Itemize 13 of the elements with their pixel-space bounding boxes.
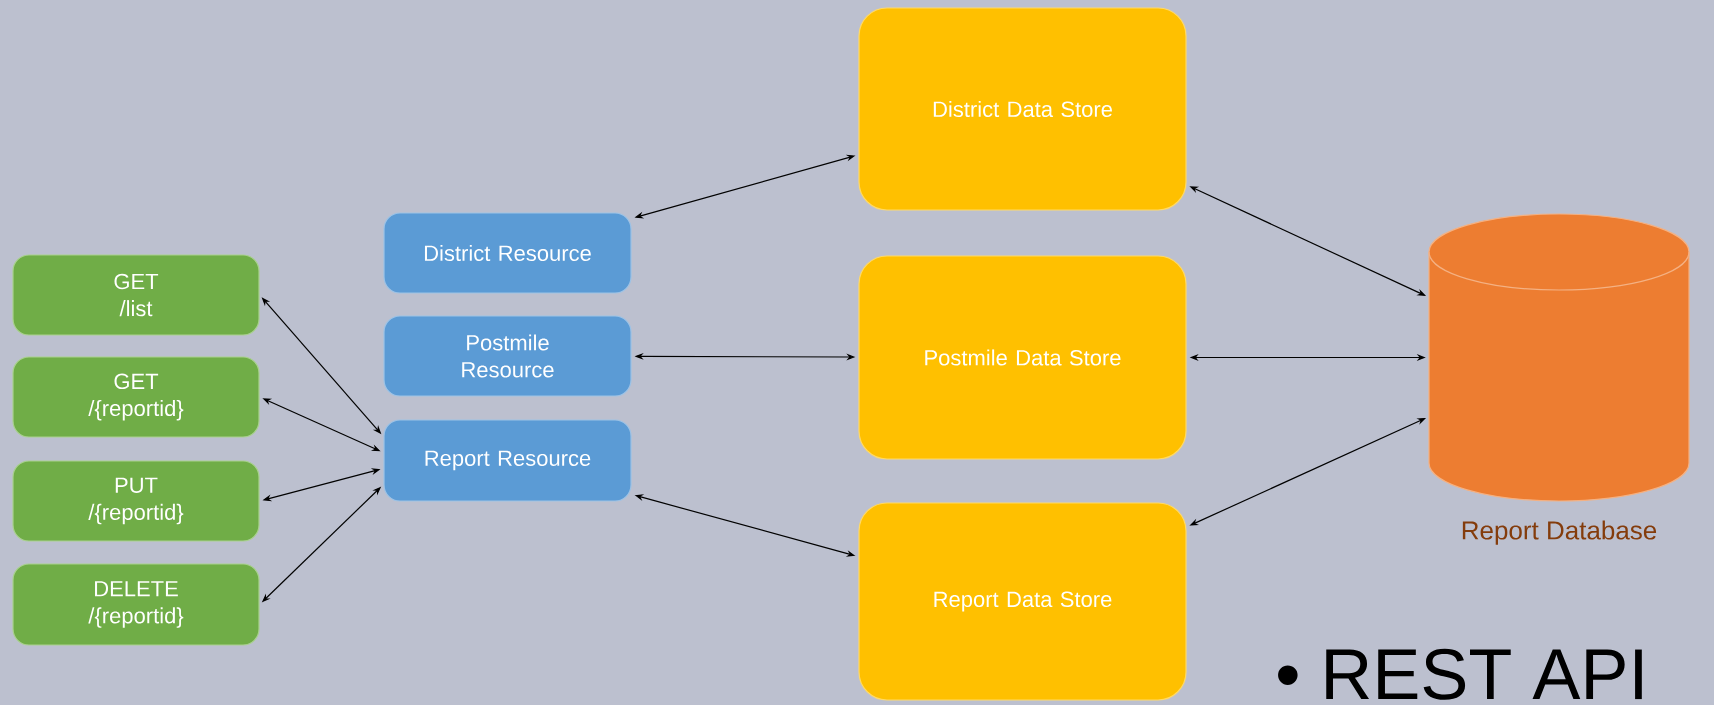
resource-box: Report Resource [383,419,632,502]
data-store-box: Postmile Data Store [858,255,1187,460]
data-store-box: Report Data Store [858,502,1187,701]
resource-box: District Resource [383,212,632,294]
endpoint-box: PUT /{reportid} [12,460,260,542]
bullet-item: • REST API [1278,648,1642,700]
database-label: Report Database [1462,520,1657,545]
data-store-box: District Data Store [858,7,1187,211]
endpoint-box: GET /{reportid} [12,356,260,438]
resource-box: Postmile Resource [383,315,632,397]
database-cylinder [1428,213,1690,502]
endpoint-box: GET /list [12,254,260,336]
endpoint-box: DELETE /{reportid} [12,563,260,646]
